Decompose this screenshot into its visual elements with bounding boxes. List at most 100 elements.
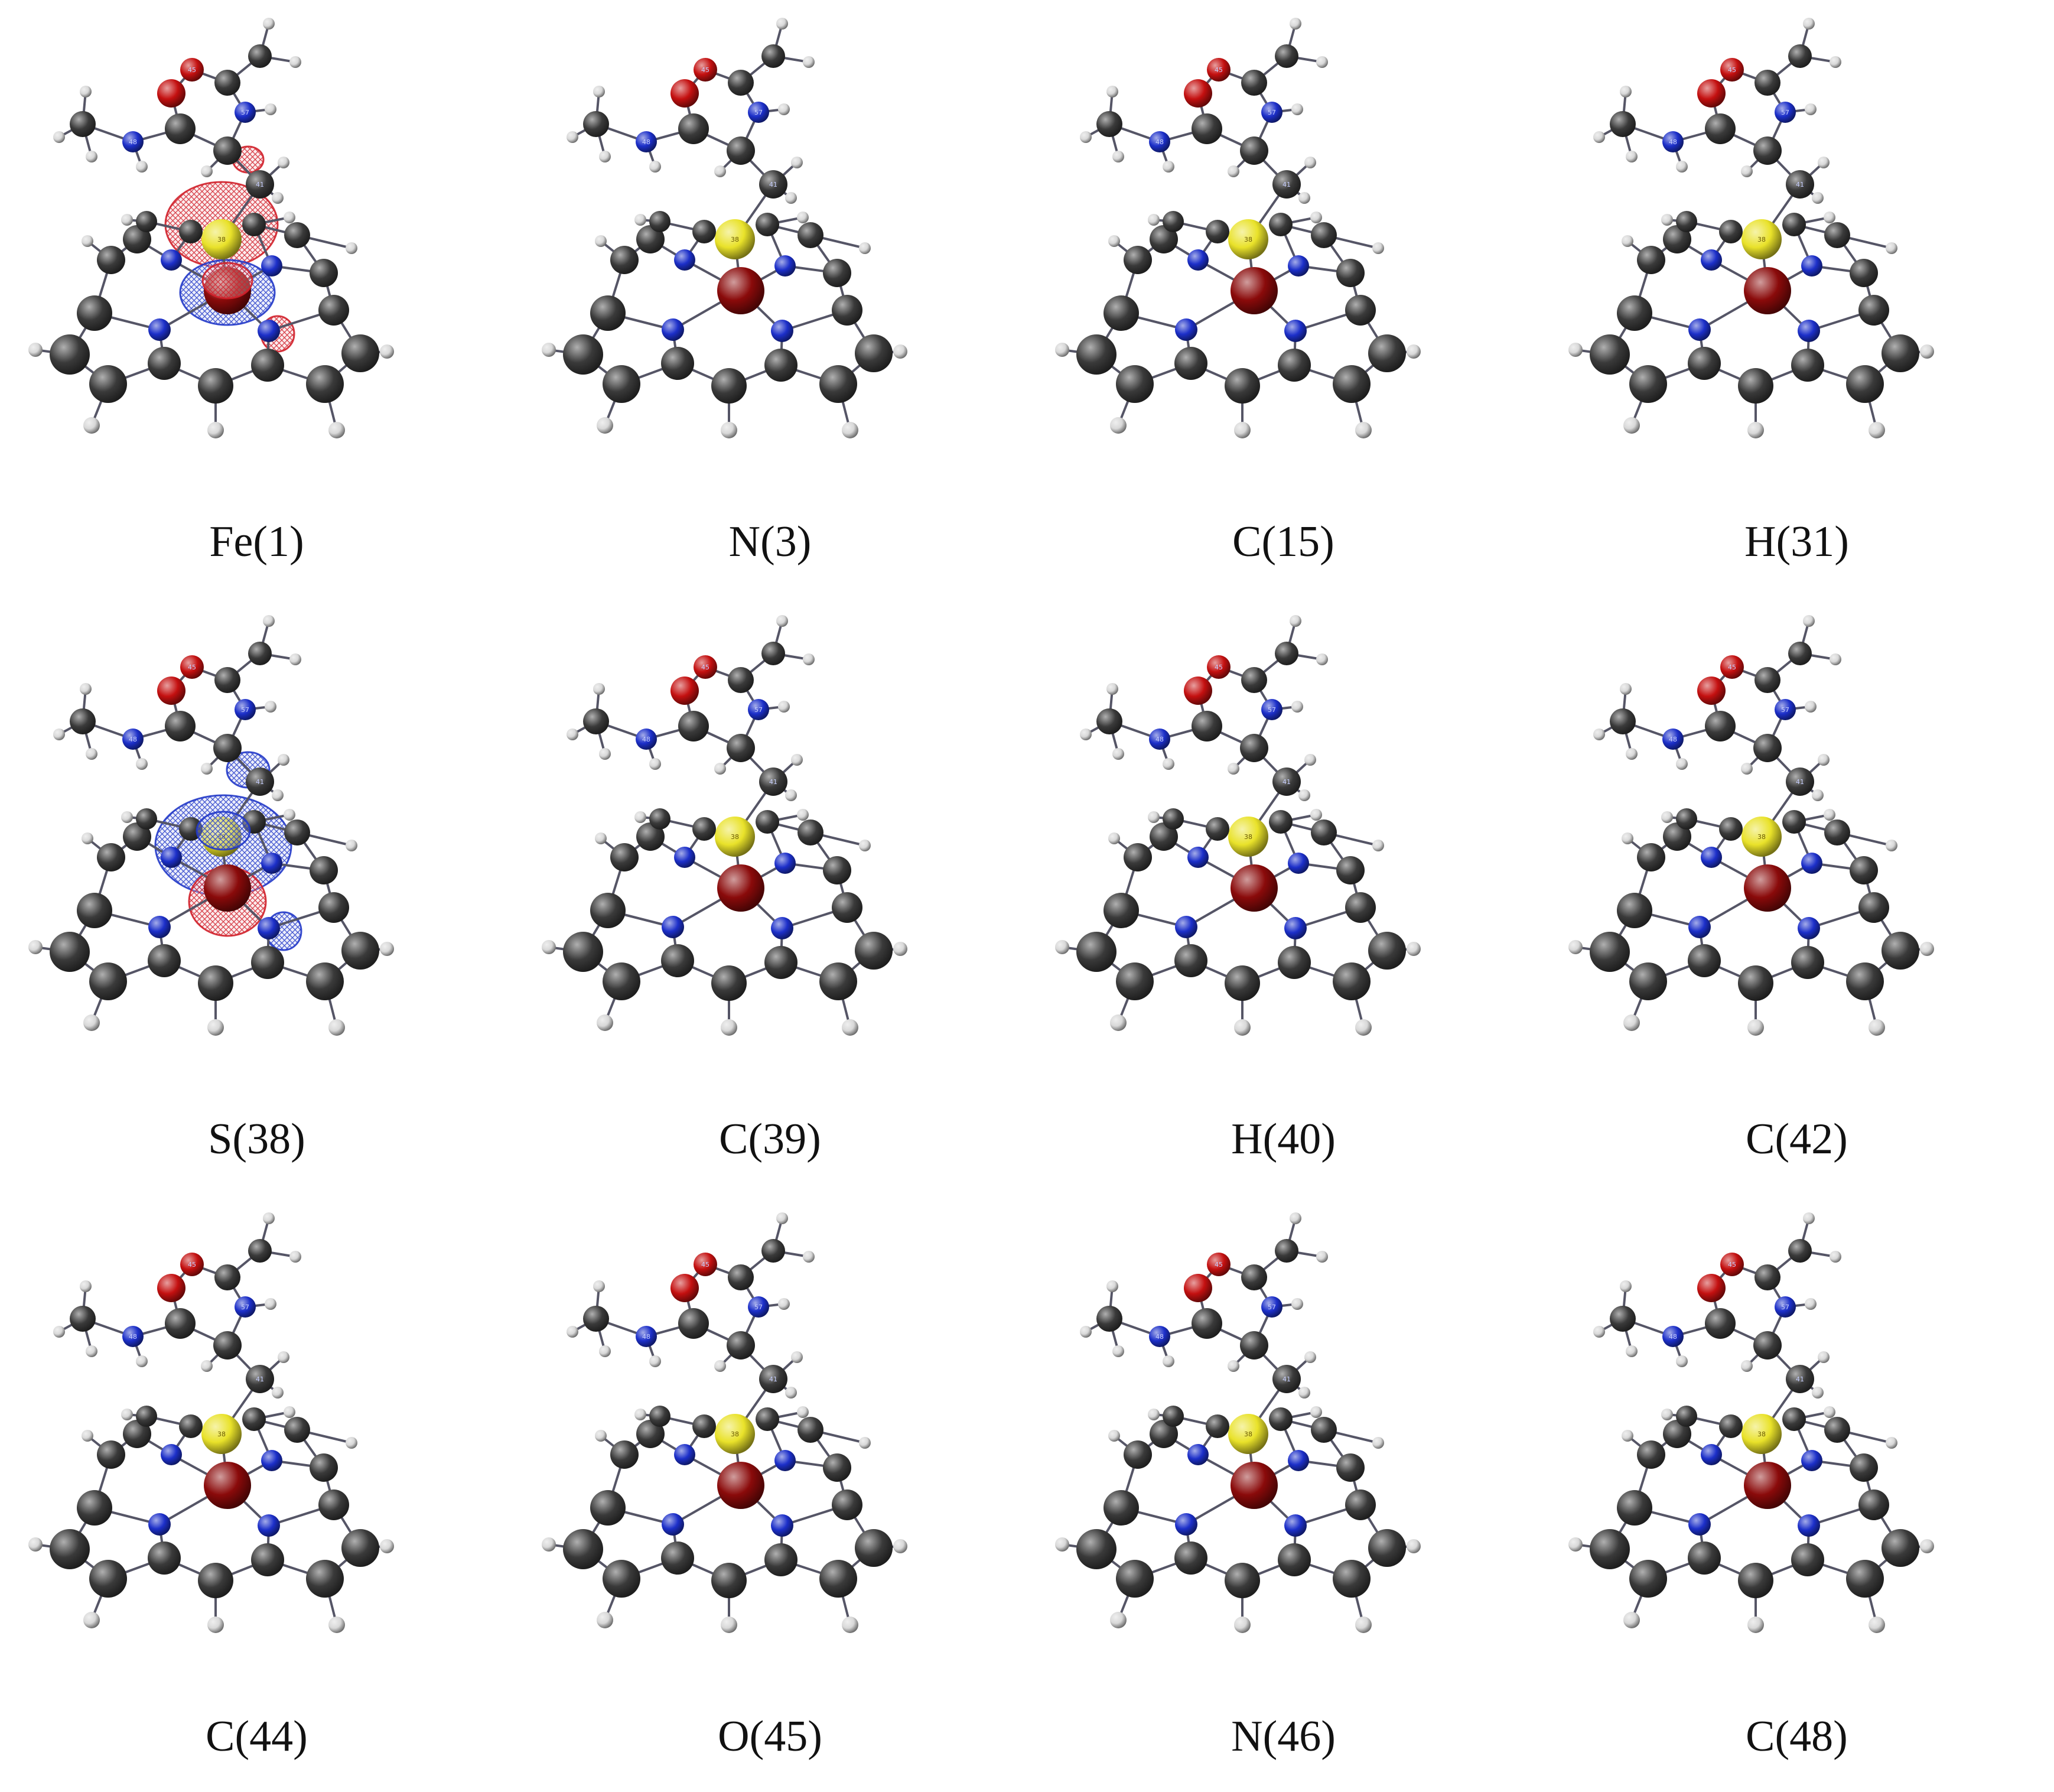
carbon-atom bbox=[89, 962, 127, 1000]
hydrogen-atom bbox=[265, 103, 276, 115]
atom-number-label: 57 bbox=[1781, 1303, 1789, 1311]
hydrogen-atom bbox=[1818, 754, 1830, 766]
carbon-atom bbox=[1791, 946, 1824, 979]
nitrogen-atom bbox=[235, 699, 256, 720]
carbon-atom bbox=[1311, 222, 1337, 248]
carbon-atom bbox=[1676, 211, 1697, 232]
carbon-atom bbox=[603, 1560, 640, 1598]
atom-number-label: 48 bbox=[642, 736, 650, 743]
oxygen-atom bbox=[1720, 655, 1744, 679]
carbon-atom bbox=[318, 295, 349, 326]
carbon-atom bbox=[1124, 246, 1152, 274]
iron-atom bbox=[1744, 267, 1791, 314]
sulfur-atom bbox=[1228, 219, 1268, 259]
carbon-atom bbox=[70, 111, 96, 137]
atom-number-label: 48 bbox=[642, 1333, 650, 1341]
atom-number-label: 48 bbox=[1155, 138, 1164, 146]
carbon-atom bbox=[1786, 170, 1814, 199]
hydrogen-atom bbox=[380, 1539, 394, 1553]
atom-number-label: 48 bbox=[129, 1333, 137, 1341]
atom-number-label: 48 bbox=[129, 138, 137, 146]
hydrogen-atom bbox=[1108, 832, 1120, 844]
nitrogen-atom bbox=[771, 320, 793, 342]
carbon-atom bbox=[1629, 1560, 1667, 1598]
oxygen-atom bbox=[1184, 1274, 1212, 1302]
oxygen-atom bbox=[157, 1274, 185, 1302]
carbon-atom bbox=[341, 932, 379, 970]
carbon-atom bbox=[1368, 1529, 1406, 1567]
hydrogen-atom bbox=[1291, 1298, 1303, 1310]
hydrogen-atom bbox=[1110, 1612, 1127, 1628]
hydrogen-atom bbox=[289, 56, 301, 68]
hydrogen-atom bbox=[1626, 748, 1638, 760]
atom-number-label: 48 bbox=[1669, 1333, 1677, 1341]
carbon-atom bbox=[1311, 1417, 1337, 1443]
iron-atom bbox=[204, 1462, 251, 1509]
nitrogen-atom bbox=[261, 1450, 282, 1471]
hydrogen-atom bbox=[597, 1612, 613, 1628]
hydrogen-atom bbox=[893, 942, 907, 956]
carbon-atom bbox=[123, 225, 151, 253]
hydrogen-atom bbox=[634, 811, 646, 823]
carbon-atom bbox=[1076, 334, 1116, 375]
hydrogen-atom bbox=[1055, 1537, 1069, 1552]
hydrogen-atom bbox=[272, 1387, 284, 1399]
hydrogen-atom bbox=[1803, 18, 1815, 30]
sulfur-atom bbox=[1741, 219, 1782, 259]
nitrogen-atom bbox=[1701, 1444, 1722, 1465]
carbon-atom bbox=[1272, 767, 1301, 796]
carbon-atom bbox=[711, 1563, 747, 1598]
hydrogen-atom bbox=[776, 1212, 788, 1224]
oxygen-atom bbox=[670, 1274, 699, 1302]
carbon-atom bbox=[649, 211, 670, 232]
nitrogen-atom bbox=[122, 1326, 144, 1347]
hydrogen-atom bbox=[121, 1409, 133, 1420]
carbon-atom bbox=[136, 1406, 157, 1427]
carbon-atom bbox=[1345, 1489, 1376, 1520]
atom-number-label: 38 bbox=[1244, 1430, 1252, 1438]
carbon-atom bbox=[318, 892, 349, 923]
carbon-atom bbox=[1753, 1331, 1782, 1360]
hydrogen-atom bbox=[265, 1298, 276, 1310]
hydrogen-atom bbox=[1407, 344, 1421, 359]
hydrogen-atom bbox=[1886, 840, 1897, 851]
carbon-atom bbox=[1096, 708, 1122, 734]
sulfur-atom bbox=[715, 219, 755, 259]
oxygen-atom bbox=[1207, 1253, 1231, 1276]
hydrogen-atom bbox=[649, 758, 661, 770]
atom-number-label: 57 bbox=[1268, 1303, 1276, 1311]
atom-number-label: 48 bbox=[1669, 138, 1677, 146]
hydrogen-atom bbox=[1316, 56, 1328, 68]
carbon-atom bbox=[583, 111, 609, 137]
hydrogen-atom bbox=[1163, 1355, 1174, 1367]
hydrogen-atom bbox=[721, 422, 737, 438]
hydrogen-atom bbox=[778, 701, 790, 713]
hydrogen-atom bbox=[776, 18, 788, 30]
carbon-atom bbox=[610, 843, 639, 871]
hydrogen-atom bbox=[1290, 615, 1301, 627]
hydrogen-atom bbox=[136, 161, 148, 173]
carbon-atom bbox=[246, 170, 274, 199]
hydrogen-atom bbox=[1812, 1387, 1824, 1399]
hydrogen-atom bbox=[1620, 86, 1632, 97]
carbon-atom bbox=[310, 856, 338, 884]
carbon-atom bbox=[661, 944, 694, 977]
hydrogen-atom bbox=[1818, 157, 1830, 168]
hydrogen-atom bbox=[1080, 1326, 1092, 1338]
atom-number-label: 57 bbox=[241, 706, 249, 714]
carbon-atom bbox=[1858, 1489, 1889, 1520]
nitrogen-atom bbox=[1701, 847, 1722, 868]
carbon-atom bbox=[1882, 932, 1919, 970]
hydrogen-atom bbox=[278, 1351, 289, 1363]
hydrogen-atom bbox=[842, 1617, 858, 1633]
carbon-atom bbox=[1240, 136, 1268, 165]
carbon-atom bbox=[728, 70, 754, 96]
hydrogen-atom bbox=[1310, 809, 1322, 821]
carbon-atom bbox=[1124, 1440, 1152, 1469]
iron-atom bbox=[717, 267, 764, 314]
hydrogen-atom bbox=[1290, 18, 1301, 30]
